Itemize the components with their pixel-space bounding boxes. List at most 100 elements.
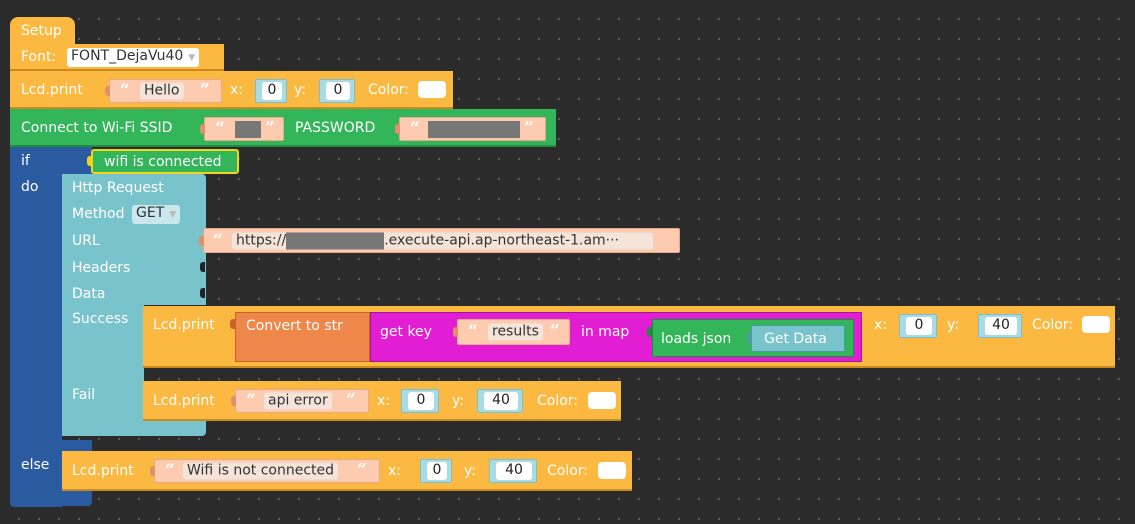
y-label: y: (464, 463, 476, 479)
x-number-block[interactable]: 0 (255, 79, 287, 103)
method-dropdown[interactable]: GET ▼ (132, 205, 181, 224)
loads-json-label: loads json (661, 331, 732, 347)
close-quote-icon: ” (200, 80, 210, 101)
text-value[interactable]: Hello (140, 82, 184, 100)
open-quote-icon: “ (246, 390, 256, 411)
if-footer-bar (10, 490, 92, 506)
y-number-block[interactable]: 40 (477, 389, 523, 413)
x-number-block[interactable]: 0 (401, 389, 439, 413)
x-value[interactable]: 0 (906, 317, 932, 335)
y-value[interactable]: 40 (496, 462, 532, 480)
url-literal-block[interactable]: “ https:// .execute-api.ap-northeast-1.am… (199, 228, 680, 253)
loads-json-block[interactable]: loads json Get Data (647, 319, 854, 357)
in-map-label: in map (581, 324, 630, 340)
url-value[interactable]: https:// .execute-api.ap-northeast-1.am··… (232, 232, 653, 249)
text-value[interactable]: api error (264, 392, 332, 410)
http-request-footer (62, 420, 206, 436)
text-literal-block[interactable]: “ Wifi is not connected ” (150, 459, 380, 483)
connector-tab-icon (747, 333, 752, 343)
close-quote-icon: ” (346, 390, 356, 411)
convert-to-str-block[interactable]: Convert to str (230, 312, 370, 362)
url-prefix: https:// (236, 232, 287, 248)
y-number-block[interactable]: 0 (319, 79, 355, 103)
setup-label: Setup (21, 23, 62, 39)
key-literal-block[interactable]: “ results ” (453, 319, 570, 345)
close-quote-icon: ” (550, 321, 560, 342)
close-quote-icon: ” (265, 118, 275, 139)
y-value[interactable]: 40 (484, 392, 518, 410)
text-literal-block[interactable]: “ Hello ” (105, 79, 222, 103)
color-label: Color: (368, 82, 410, 98)
get-key-label: get key (380, 324, 432, 340)
success-label: Success (72, 311, 129, 327)
http-request-spine (62, 174, 144, 436)
x-value[interactable]: 0 (262, 82, 282, 100)
open-quote-icon: “ (215, 118, 225, 139)
connector-tab-icon (200, 124, 205, 134)
lcd-print-else-block[interactable]: Lcd.print “ Wifi is not connected ” x: 0… (62, 451, 632, 491)
open-quote-icon: “ (410, 118, 420, 139)
x-value[interactable]: 0 (427, 462, 447, 480)
http-request-title: Http Request (72, 180, 164, 196)
x-value[interactable]: 0 (408, 392, 434, 410)
x-label: x: (230, 82, 244, 98)
y-value[interactable]: 0 (326, 82, 350, 100)
lcd-print-success-block[interactable]: Lcd.print Convert to str get key “ resul… (143, 306, 1115, 368)
convert-label: Convert to str (246, 318, 343, 334)
color-swatch[interactable] (598, 462, 626, 479)
ssid-literal-block[interactable]: “ ” (200, 117, 284, 141)
if-label: if (21, 153, 30, 169)
headers-input-socket-icon (200, 262, 205, 272)
data-label: Data (72, 286, 106, 302)
lcd-print-label: Lcd.print (153, 393, 215, 409)
text-value[interactable]: Wifi is not connected (183, 462, 339, 480)
font-dropdown[interactable]: FONT_DejaVu40 ▼ (67, 48, 200, 67)
lcd-print-hello-block[interactable]: Lcd.print “ Hello ” x: 0 y: 0 Color: (10, 71, 453, 109)
color-swatch[interactable] (1082, 316, 1110, 333)
y-label: y: (947, 317, 959, 333)
headers-label: Headers (72, 260, 131, 276)
close-quote-icon: ” (524, 118, 534, 139)
else-label: else (21, 457, 50, 473)
get-key-block[interactable]: get key “ results ” in map loads json Ge… (370, 312, 862, 362)
x-number-block[interactable]: 0 (899, 314, 937, 338)
dropdown-caret-icon: ▼ (188, 53, 196, 63)
lcd-print-label: Lcd.print (21, 82, 83, 98)
connector-tab-icon (105, 86, 110, 96)
password-literal-block[interactable]: “ ” (395, 117, 546, 141)
open-quote-icon: “ (165, 460, 175, 481)
connector-tab-icon (395, 124, 400, 134)
get-data-block[interactable]: Get Data (747, 325, 845, 352)
font-block[interactable]: Font: FONT_DejaVu40▼ (10, 44, 224, 71)
y-value[interactable]: 40 (985, 317, 1017, 335)
wifi-ssid-label: Connect to Wi-Fi SSID (21, 120, 173, 136)
dropdown-caret-icon: ▼ (169, 210, 177, 220)
url-label: URL (72, 233, 100, 249)
url-suffix: .execute-api.ap-northeast-1.am··· (384, 232, 620, 248)
y-number-block[interactable]: 40 (978, 314, 1022, 338)
font-value: FONT_DejaVu40 (71, 48, 184, 64)
lcd-print-label: Lcd.print (72, 463, 134, 479)
color-swatch[interactable] (418, 81, 446, 98)
color-label: Color: (537, 393, 579, 409)
wifi-connected-condition[interactable]: wifi is connected (87, 149, 239, 174)
if-header-bar (10, 147, 92, 174)
x-number-block[interactable]: 0 (420, 459, 452, 483)
data-input-socket-icon (200, 288, 205, 298)
condition-label: wifi is connected (104, 154, 222, 170)
connector-tab-icon (647, 327, 652, 337)
y-number-block[interactable]: 40 (489, 459, 537, 483)
open-quote-icon: “ (213, 230, 223, 250)
password-label: PASSWORD (295, 120, 376, 136)
text-literal-block[interactable]: “ api error ” (231, 389, 369, 413)
key-value[interactable]: results (488, 323, 543, 341)
color-swatch[interactable] (588, 392, 616, 409)
x-label: x: (388, 463, 402, 479)
method-value: GET (136, 205, 165, 221)
password-redacted (428, 121, 520, 138)
color-label: Color: (1032, 317, 1074, 333)
fail-label: Fail (72, 387, 96, 403)
setup-block[interactable]: Setup (10, 17, 75, 45)
wifi-connect-block[interactable]: Connect to Wi-Fi SSID “ ” PASSWORD “ ” (10, 109, 556, 147)
lcd-print-fail-block[interactable]: Lcd.print “ api error ” x: 0 y: 40 Color… (143, 381, 621, 421)
